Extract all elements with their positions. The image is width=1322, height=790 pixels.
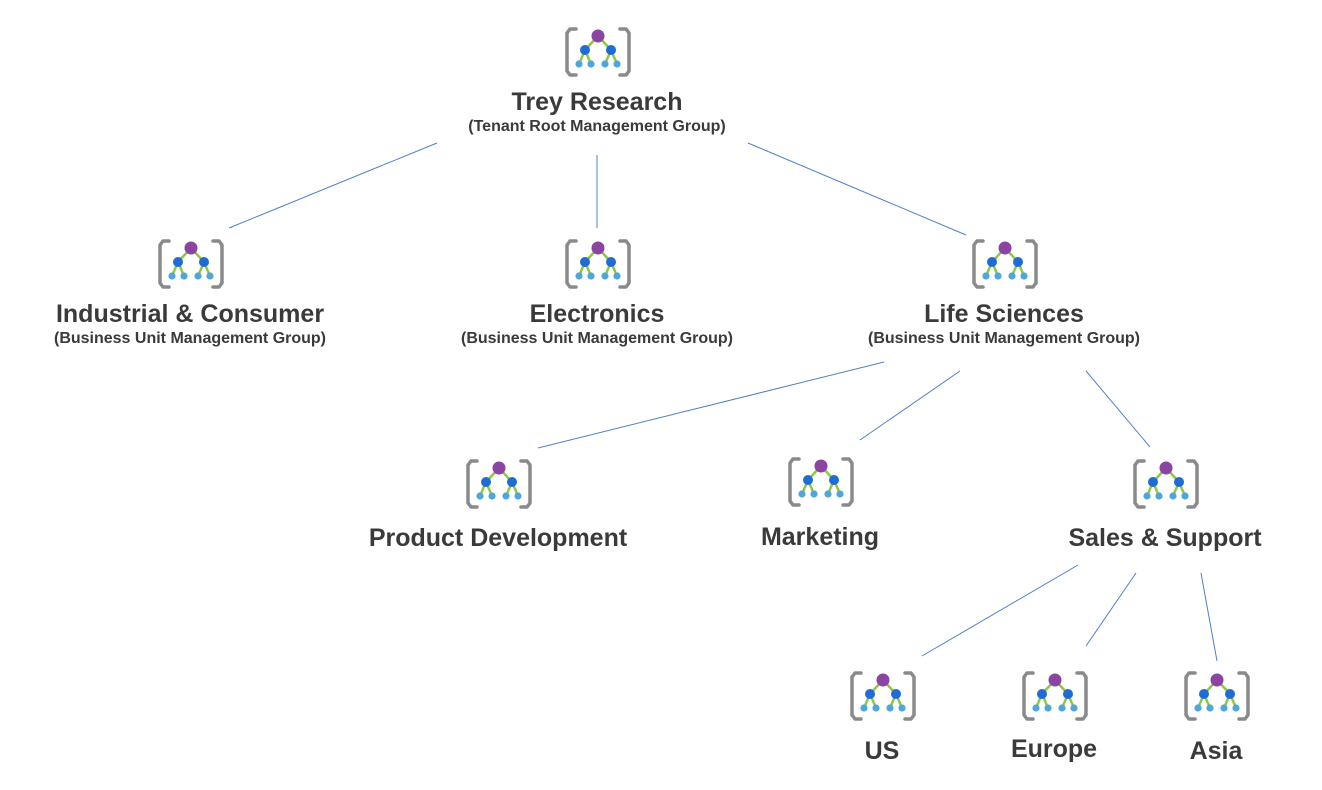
node-title: Trey Research bbox=[511, 88, 683, 116]
management-group-icon bbox=[788, 456, 854, 508]
management-group-icon bbox=[158, 238, 224, 290]
node-title: Electronics bbox=[529, 300, 665, 328]
connector-sales-europe bbox=[1085, 572, 1137, 647]
management-group-icon bbox=[1022, 670, 1088, 722]
management-group-icon bbox=[1184, 670, 1250, 722]
connector-root-life bbox=[747, 142, 967, 236]
connector-life-product bbox=[537, 361, 885, 449]
node-title: Life Sciences bbox=[924, 300, 1084, 328]
node-title: US bbox=[864, 737, 900, 765]
management-group-icon bbox=[850, 670, 916, 722]
management-group-icon bbox=[1133, 458, 1199, 510]
management-group-icon bbox=[972, 238, 1038, 290]
management-group-icon bbox=[565, 238, 631, 290]
node-title: Europe bbox=[1010, 735, 1098, 763]
node-title: Industrial & Consumer bbox=[55, 300, 325, 328]
node-subtitle: (Business Unit Management Group) bbox=[53, 330, 327, 347]
management-group-icon bbox=[565, 26, 631, 78]
node-title: Product Development bbox=[368, 524, 628, 552]
node-subtitle: (Business Unit Management Group) bbox=[867, 330, 1141, 347]
node-title: Sales & Support bbox=[1068, 524, 1262, 552]
node-title: Marketing bbox=[760, 523, 880, 551]
connector-sales-asia bbox=[1200, 572, 1218, 662]
node-title: Asia bbox=[1189, 737, 1243, 765]
node-subtitle: (Tenant Root Management Group) bbox=[468, 118, 726, 135]
connector-life-marketing bbox=[859, 370, 961, 441]
node-subtitle: (Business Unit Management Group) bbox=[460, 330, 734, 347]
management-group-icon bbox=[466, 458, 532, 510]
connector-root-industrial bbox=[228, 142, 438, 229]
connector-life-sales bbox=[1085, 370, 1151, 448]
connector-sales-us bbox=[921, 564, 1079, 657]
